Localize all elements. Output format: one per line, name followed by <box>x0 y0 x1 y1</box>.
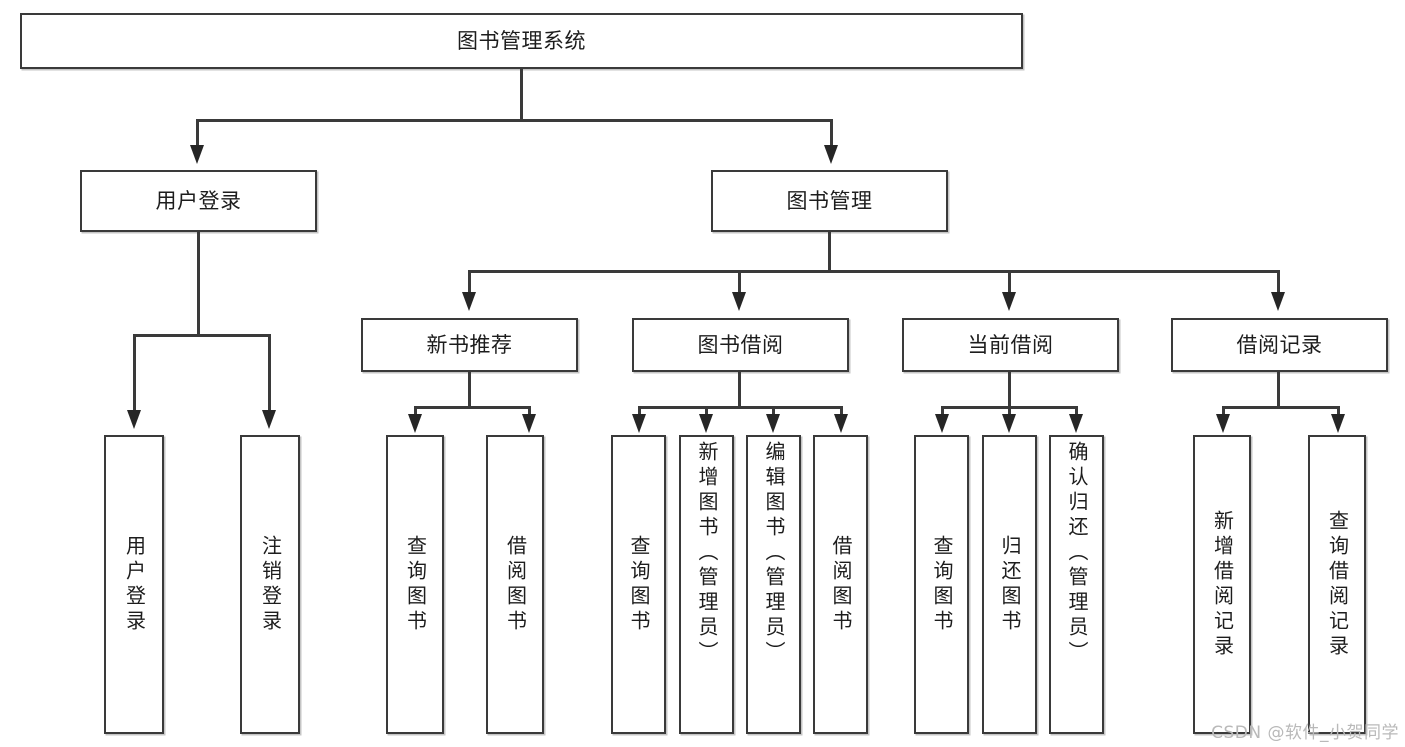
connector-root-stem <box>520 69 523 121</box>
node-book-management[interactable]: 图书管理 <box>711 170 948 232</box>
node-label: 查询借阅记录 <box>1325 509 1350 660</box>
node-label: 归还图书 <box>998 534 1022 635</box>
node-root-book-management-system[interactable]: 图书管理系统 <box>20 13 1023 69</box>
arrowhead-current-borrow <box>1002 292 1016 311</box>
node-label: 用户登录 <box>122 534 147 635</box>
connector-user-login-stem <box>197 232 200 336</box>
node-label: 当前借阅 <box>967 332 1054 357</box>
node-label: 图书管理 <box>786 188 873 213</box>
node-label: 图书管理系统 <box>457 28 586 53</box>
node-label: 查询图书 <box>403 534 428 635</box>
arrowhead-nb-query <box>408 414 422 433</box>
node-label: 借阅记录 <box>1236 332 1323 357</box>
csdn-watermark: CSDN @软件_小贺同学 <box>1211 723 1399 743</box>
node-label: 图书借阅 <box>697 332 784 357</box>
connector-drop-book-management <box>830 119 833 147</box>
node-label: 借阅图书 <box>503 534 528 635</box>
arrowhead-leaf-user-login <box>127 410 141 429</box>
connector-drop-current-borrow <box>1008 270 1011 294</box>
node-label: 查询图书 <box>930 534 954 635</box>
connector-borrow-records-stem <box>1277 372 1280 408</box>
leaf-nb-borrow-book[interactable]: 借阅图书 <box>486 435 544 734</box>
connector-drop-borrow-records <box>1277 270 1280 294</box>
arrowhead-br-add <box>1216 414 1230 433</box>
node-book-borrow[interactable]: 图书借阅 <box>632 318 849 372</box>
node-user-login[interactable]: 用户登录 <box>80 170 317 232</box>
connector-drop-new-book <box>468 270 471 294</box>
node-label: 确认归还（管理员） <box>1065 441 1089 666</box>
arrowhead-user-login <box>190 145 204 164</box>
arrowhead-new-book <box>462 292 476 311</box>
connector-drop-nb-borrow <box>528 406 531 418</box>
node-new-book-recommend[interactable]: 新书推荐 <box>361 318 578 372</box>
connector-drop-br-add <box>1222 406 1225 418</box>
connector-drop-cb-query <box>941 406 944 418</box>
node-label: 编辑图书（管理员） <box>762 441 786 666</box>
connector-drop-br-query <box>1337 406 1340 418</box>
arrowhead-borrow-records <box>1271 292 1285 311</box>
connector-book-borrow-stem <box>738 372 741 408</box>
node-label: 查询图书 <box>627 534 651 635</box>
arrowhead-book-management <box>824 145 838 164</box>
connector-book-management-stem <box>828 232 831 272</box>
arrowhead-nb-borrow <box>522 414 536 433</box>
connector-drop-cb-confirm <box>1075 406 1078 418</box>
connector-drop-cb-return <box>1008 406 1011 418</box>
connector-new-book-stem <box>468 372 471 408</box>
arrowhead-cb-query <box>935 414 949 433</box>
connector-drop-leaf-user-login <box>133 334 136 412</box>
leaf-nb-query-book[interactable]: 查询图书 <box>386 435 444 734</box>
connector-user-login-bar <box>133 334 270 337</box>
connector-current-borrow-stem <box>1008 372 1011 408</box>
connector-drop-bb-query <box>638 406 641 418</box>
leaf-bb-edit-book-admin[interactable]: 编辑图书（管理员） <box>746 435 801 734</box>
arrowhead-leaf-logout <box>262 410 276 429</box>
leaf-bb-borrow-book[interactable]: 借阅图书 <box>813 435 868 734</box>
connector-borrow-records-bar <box>1222 406 1339 409</box>
arrowhead-bb-query <box>632 414 646 433</box>
node-label: 新增图书（管理员） <box>695 441 719 666</box>
node-label: 新增借阅记录 <box>1210 509 1235 660</box>
arrowhead-cb-confirm <box>1069 414 1083 433</box>
connector-book-borrow-bar <box>638 406 842 409</box>
connector-drop-bb-add <box>705 406 708 418</box>
node-label: 用户登录 <box>155 188 242 213</box>
node-current-borrow[interactable]: 当前借阅 <box>902 318 1119 372</box>
connector-drop-user-login <box>196 119 199 147</box>
arrowhead-bb-edit <box>766 414 780 433</box>
connector-drop-leaf-logout <box>268 334 271 412</box>
arrowhead-bb-borrow <box>834 414 848 433</box>
connector-level3-bar <box>468 270 1279 273</box>
connector-drop-nb-query <box>414 406 417 418</box>
arrowhead-book-borrow <box>732 292 746 311</box>
arrowhead-cb-return <box>1002 414 1016 433</box>
leaf-cb-query-book[interactable]: 查询图书 <box>914 435 969 734</box>
leaf-br-add-record[interactable]: 新增借阅记录 <box>1193 435 1251 734</box>
leaf-logout[interactable]: 注销登录 <box>240 435 300 734</box>
leaf-br-query-record[interactable]: 查询借阅记录 <box>1308 435 1366 734</box>
connector-drop-book-borrow <box>738 270 741 294</box>
leaf-bb-add-book-admin[interactable]: 新增图书（管理员） <box>679 435 734 734</box>
connector-drop-bb-edit <box>772 406 775 418</box>
node-borrow-records[interactable]: 借阅记录 <box>1171 318 1388 372</box>
connector-new-book-bar <box>414 406 530 409</box>
connector-drop-bb-borrow <box>840 406 843 418</box>
leaf-cb-return-book[interactable]: 归还图书 <box>982 435 1037 734</box>
leaf-cb-confirm-return-admin[interactable]: 确认归还（管理员） <box>1049 435 1104 734</box>
node-label: 借阅图书 <box>829 534 853 635</box>
node-label: 注销登录 <box>258 534 283 635</box>
node-label: 新书推荐 <box>426 332 513 357</box>
connector-level2-bar <box>196 119 833 122</box>
arrowhead-br-query <box>1331 414 1345 433</box>
arrowhead-bb-add <box>699 414 713 433</box>
leaf-bb-query-book[interactable]: 查询图书 <box>611 435 666 734</box>
leaf-user-login[interactable]: 用户登录 <box>104 435 164 734</box>
